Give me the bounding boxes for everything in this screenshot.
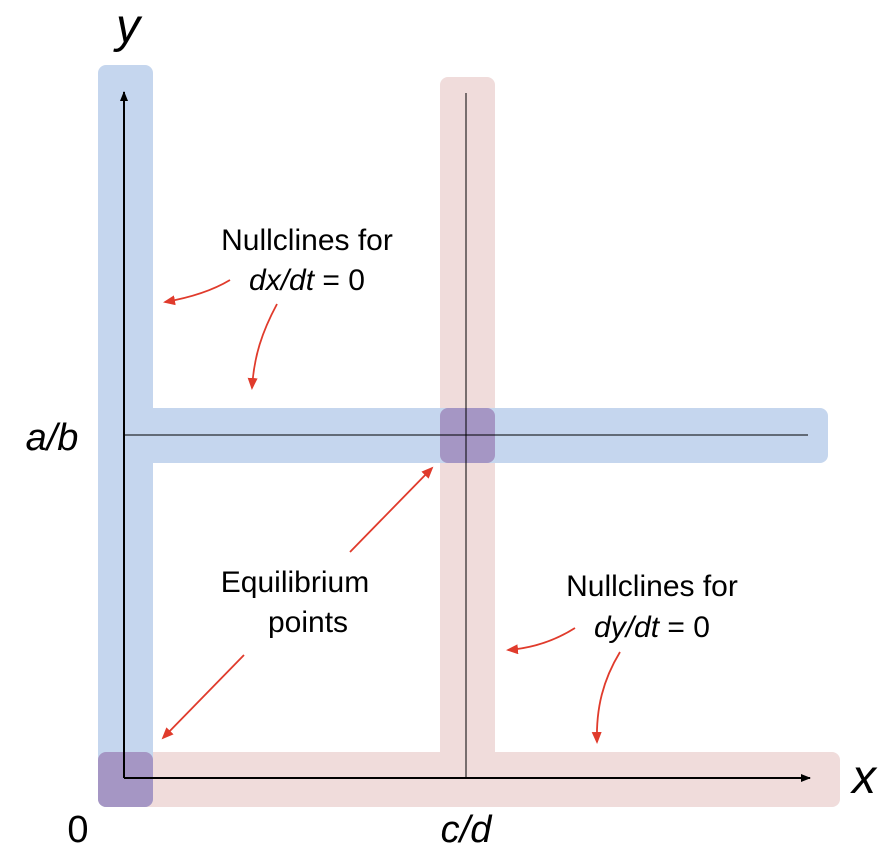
dy-nullcline-title: Nullclines for: [566, 570, 738, 603]
equilibrium-title: Equilibrium: [221, 566, 369, 599]
equilibrium-arrow-to-origin: [161, 654, 245, 740]
y-axis-label: y: [113, 0, 143, 53]
equilibrium-subtitle: points: [268, 606, 348, 639]
dx-nullcline-title: Nullclines for: [221, 224, 393, 257]
dy-arrow-to-horizontal: [591, 651, 621, 744]
origin-label: 0: [67, 809, 88, 851]
x-tick-label: c/d: [441, 809, 494, 851]
equilibrium-arrow-to-interior: [349, 466, 434, 553]
dy-nullcline-horizontal-band: [98, 752, 840, 807]
x-axis-label: x: [850, 751, 878, 804]
dy-nullcline-equation: dy/dt = 0: [594, 611, 710, 644]
equilibrium-point-origin: [98, 752, 153, 807]
dx-arrow-to-horizontal: [247, 303, 278, 390]
dx-arrow-to-vertical: [163, 279, 231, 306]
dx-nullcline-equation: dx/dt = 0: [249, 264, 365, 297]
y-tick-label: a/b: [26, 417, 79, 459]
dy-arrow-to-vertical: [506, 627, 576, 655]
